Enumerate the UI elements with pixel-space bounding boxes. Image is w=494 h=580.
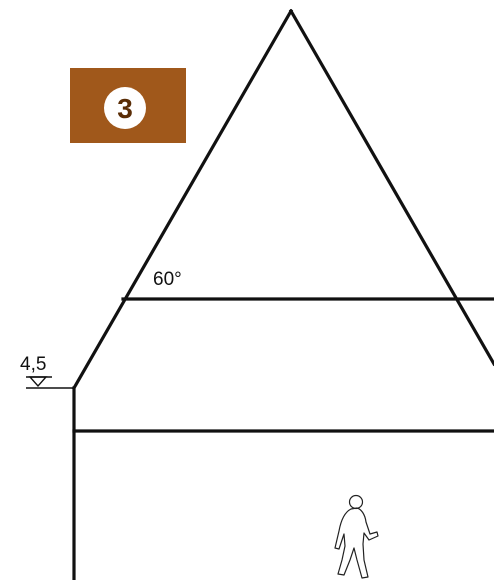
angle-label: 60° bbox=[153, 269, 182, 290]
person-walking-icon bbox=[334, 494, 379, 579]
level-triangle-marker-icon bbox=[26, 376, 52, 388]
step-number-badge: 3 bbox=[70, 68, 186, 143]
roof-left-slope bbox=[71, 8, 294, 391]
level-value-label: 4,5 bbox=[20, 354, 46, 375]
roof-right-slope bbox=[288, 8, 494, 367]
badge-number: 3 bbox=[117, 93, 133, 124]
badge-circle bbox=[104, 87, 146, 129]
